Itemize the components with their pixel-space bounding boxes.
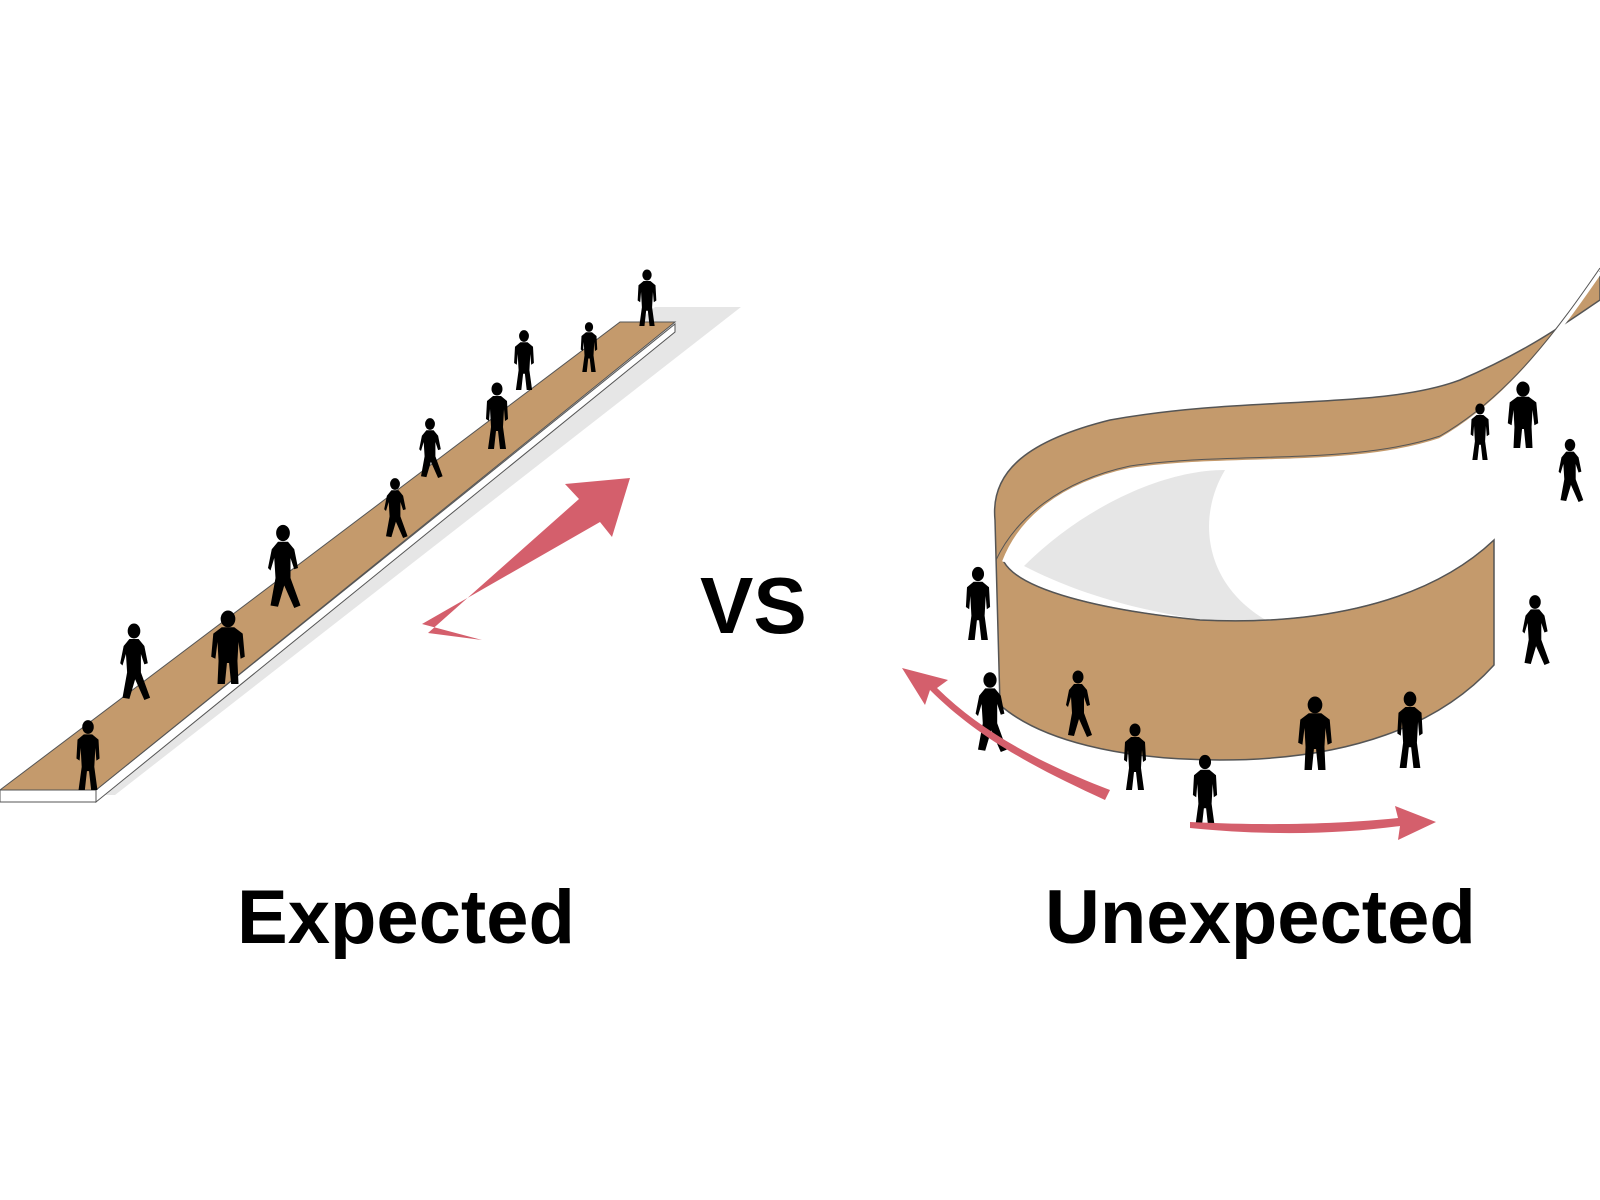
curved-wall <box>993 270 1600 761</box>
walkway-edge <box>0 789 97 803</box>
curved-floor <box>1024 470 1275 625</box>
person-silhouette-icon <box>1558 438 1584 502</box>
unexpected-illustration <box>902 267 1600 840</box>
person-silhouette-icon <box>965 566 991 640</box>
direction-arrow-icon <box>1190 806 1436 840</box>
vs-label: VS <box>700 561 807 650</box>
expected-label: Expected <box>237 875 575 960</box>
straight-walkway <box>0 321 677 791</box>
unexpected-label: Unexpected <box>1045 875 1476 960</box>
wall-rim <box>1002 270 1600 563</box>
person-silhouette-icon <box>1507 381 1539 448</box>
person-silhouette-icon <box>514 330 534 390</box>
direction-arrow-icon <box>902 668 1110 800</box>
expected-illustration <box>0 269 741 804</box>
direction-arrow-icon <box>422 478 630 640</box>
person-silhouette-icon <box>1192 754 1218 828</box>
walkway-side <box>95 322 676 804</box>
person-silhouette-icon <box>1522 595 1550 665</box>
